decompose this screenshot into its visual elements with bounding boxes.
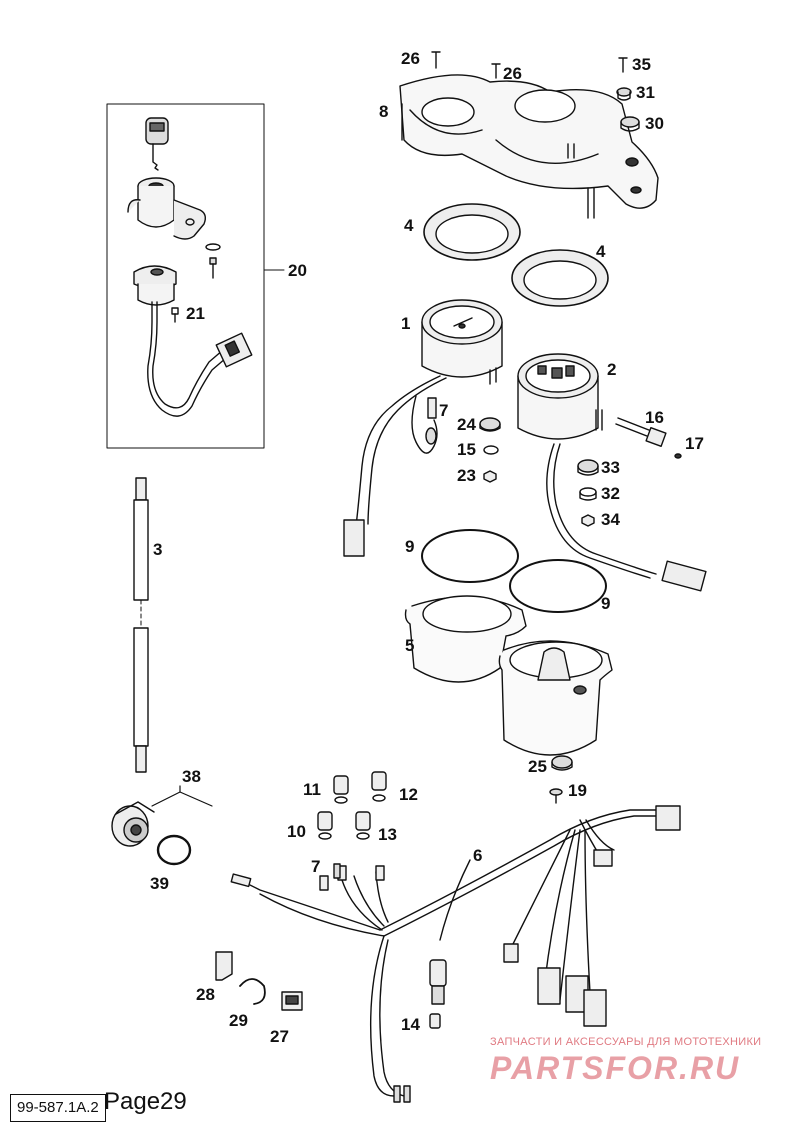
- callout-9-right: 9: [601, 594, 611, 613]
- callout-4-right: 4: [596, 242, 606, 261]
- callout-23: 23: [457, 466, 476, 485]
- screw-26-left: [431, 51, 441, 69]
- callout-35: 35: [632, 55, 651, 74]
- callout-29: 29: [229, 1011, 248, 1030]
- instrument-housing: [404, 595, 613, 756]
- watermark-caption: ЗАПЧАСТИ И АКСЕССУАРЫ ДЛЯ МОТОТЕХНИКИ: [490, 1036, 762, 1048]
- callout-15: 15: [457, 440, 476, 459]
- bush-32: [579, 487, 597, 501]
- bulb-11: [333, 775, 349, 804]
- ignition-lock-body: [127, 177, 207, 240]
- callout-4-left: 4: [404, 216, 414, 235]
- grommet-30: [620, 116, 640, 132]
- grommet-33: [577, 459, 599, 476]
- rubber-ring-right: [511, 249, 609, 307]
- callout-34: 34: [601, 510, 620, 529]
- callout-39: 39: [150, 874, 169, 893]
- bulb-10: [317, 811, 333, 840]
- speedometer: [343, 299, 503, 557]
- callout-21: 21: [186, 304, 205, 323]
- watermark-logo: PARTSFOR.RU: [490, 1050, 741, 1086]
- callout-33: 33: [601, 458, 620, 477]
- clamp-29: [239, 978, 266, 1005]
- speedo-drive-38: [111, 785, 213, 847]
- page-label: Page29: [104, 1088, 187, 1115]
- washer-15: [483, 445, 499, 455]
- screw-19: [549, 788, 563, 804]
- o-ring-right: [509, 559, 607, 613]
- callout-20: 20: [288, 261, 307, 280]
- wiring-harness: [230, 805, 681, 1103]
- callout-10: 10: [287, 822, 306, 841]
- nut-23: [483, 470, 497, 483]
- grommet-31: [616, 87, 632, 101]
- callout-6: 6: [473, 846, 483, 865]
- callout-32: 32: [601, 484, 620, 503]
- callout-26-left: 26: [401, 49, 420, 68]
- callout-1: 1: [401, 314, 411, 333]
- callout-13: 13: [378, 825, 397, 844]
- ignition-switch-unit: [133, 265, 253, 417]
- screw-21: [171, 307, 179, 323]
- bracket-28: [215, 951, 233, 981]
- callout-24: 24: [457, 415, 476, 434]
- callout-38: 38: [182, 767, 201, 786]
- connector-27: [281, 991, 303, 1011]
- dashboard-bracket: [399, 74, 659, 219]
- callout-12: 12: [399, 785, 418, 804]
- document-id: 99-587.1A.2: [10, 1094, 106, 1122]
- circlip-39: [156, 834, 192, 866]
- rubber-ring-left: [423, 203, 521, 261]
- stud-16: [615, 417, 667, 448]
- grommet-24: [479, 417, 501, 432]
- callout-2: 2: [607, 360, 617, 379]
- callout-11: 11: [303, 780, 321, 799]
- speedometer-cable: [133, 477, 149, 773]
- bulb-socket-7-upper: [425, 397, 437, 445]
- callout-25: 25: [528, 757, 547, 776]
- callout-31: 31: [636, 83, 655, 102]
- screw-17: [674, 453, 682, 459]
- callout-9-left: 9: [405, 537, 415, 556]
- callout-19: 19: [568, 781, 587, 800]
- screw-26-right: [491, 63, 501, 79]
- callout-8: 8: [379, 102, 389, 121]
- callout-7-lower: 7: [311, 857, 321, 876]
- grommet-25: [551, 755, 573, 771]
- callout-16: 16: [645, 408, 664, 427]
- callout-30: 30: [645, 114, 664, 133]
- ignition-key: [145, 117, 169, 171]
- bulb-socket-7-lower: [333, 863, 341, 879]
- callout-7-upper: 7: [439, 401, 449, 420]
- nut-34: [581, 514, 595, 527]
- bulb-14: [429, 1013, 441, 1029]
- callout-26-right: 26: [503, 64, 522, 83]
- ignition-washer-screw: [205, 243, 221, 279]
- screw-35: [618, 57, 628, 73]
- tachometer: [517, 353, 707, 592]
- callout-14: 14: [401, 1015, 420, 1034]
- callout-28: 28: [196, 985, 215, 1004]
- callout-17: 17: [685, 434, 704, 453]
- ignition-group-box: [106, 103, 285, 449]
- callout-5: 5: [405, 636, 415, 655]
- bulb-12: [371, 771, 387, 802]
- o-ring-left: [421, 529, 519, 583]
- callout-3: 3: [153, 540, 163, 559]
- bulb-13: [355, 811, 371, 840]
- callout-27: 27: [270, 1027, 289, 1046]
